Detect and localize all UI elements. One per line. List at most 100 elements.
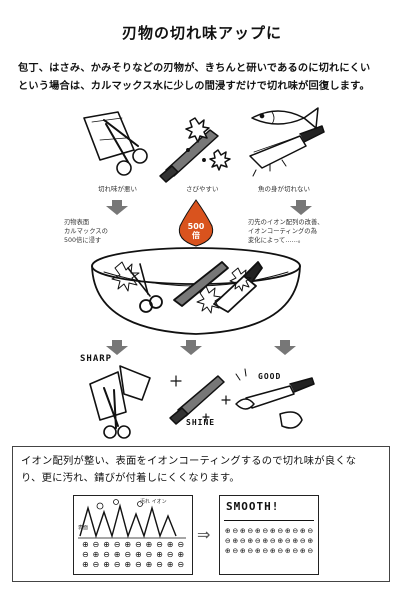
water-basin-illustration (91, 247, 301, 335)
ion-symbol: ⊖ (113, 540, 121, 549)
intro-line-1: 包丁、はさみ、かみそりなどの刃物が、きちんと研いであるのに切れにくい (18, 63, 371, 74)
ion-symbol: ⊕ (124, 560, 132, 569)
smooth-surface-line (224, 520, 314, 521)
ion-symbol: ⊕ (292, 537, 299, 545)
ion-symbol: ⊕ (103, 540, 110, 549)
info-line-2: り、更に汚れ、錆びが付着しにくくなります。 (21, 472, 240, 484)
ion-symbol: ⊕ (284, 547, 291, 555)
down-arrow-icon (106, 340, 296, 355)
ion-symbol: ⊖ (177, 540, 185, 549)
down-arrow-icon (106, 200, 312, 215)
ion-symbol: ⊖ (284, 537, 291, 545)
ion-symbol: ⊕ (239, 527, 246, 535)
ion-symbol: ⊖ (156, 560, 163, 569)
ion-symbol: ⊖ (232, 547, 239, 555)
ion-symbol: ⊕ (145, 540, 153, 549)
ion-symbol: ⊖ (103, 550, 110, 559)
info-box: イオン配列が整い、表面をイオンコーティングするので切れ味が良くな り、更に汚れ、… (12, 446, 390, 582)
transform-arrow-icon: ⇒ (197, 525, 211, 544)
ion-symbol: ⊖ (262, 527, 269, 535)
ion-symbol: ⊖ (247, 527, 254, 535)
ion-symbol: ⊖ (247, 547, 254, 555)
before-ion-grid: ⊕⊖⊕⊖⊕⊖⊕⊖⊕⊖⊖⊕⊖⊕⊖⊕⊖⊕⊖⊕⊕⊖⊕⊖⊕⊖⊕⊖⊕⊖ (80, 540, 186, 570)
page-title: 刃物の切れ味アップに (121, 24, 282, 42)
note-left-line-2: カルマックスの (64, 228, 108, 235)
ion-symbol: ⊕ (262, 537, 269, 545)
label-sharp: SHARP (80, 354, 113, 364)
ion-symbol: ⊕ (224, 527, 231, 535)
ion-symbol: ⊕ (166, 560, 174, 569)
ion-symbol: ⊕ (81, 560, 89, 569)
dirt-label: 汚れ イオン (140, 499, 167, 505)
ion-symbol: ⊕ (103, 560, 110, 569)
intro-line-2: という場合は、カルマックス水に少しの間浸すだけで切れ味が回復します。 (18, 81, 370, 92)
note-left-line-1: 刃物表面 (64, 219, 90, 226)
ion-symbol: ⊕ (113, 550, 121, 559)
caption-rusty-knife: さびやすい (186, 185, 219, 193)
ion-symbol: ⊕ (81, 540, 89, 549)
shiny-knife-illustration (169, 375, 231, 425)
ion-symbol: ⊕ (254, 527, 261, 535)
ion-symbol: ⊖ (262, 547, 269, 555)
ion-symbol: ⊕ (177, 550, 185, 559)
after-panel: SMOOTH! ⊕⊖⊕⊖⊕⊖⊕⊖⊕⊖⊕⊖⊖⊕⊖⊕⊖⊕⊖⊕⊖⊕⊖⊕⊕⊖⊕⊖⊕⊖⊕⊖… (219, 495, 319, 575)
ion-symbol: ⊕ (254, 547, 261, 555)
dull-scissors-illustration (83, 111, 148, 176)
ion-symbol: ⊕ (156, 550, 163, 559)
smooth-label: SMOOTH! (226, 500, 280, 513)
ion-symbol: ⊖ (92, 540, 100, 549)
ion-symbol: ⊕ (239, 547, 246, 555)
caption-fish-knife: 魚の身が切れない (258, 185, 310, 193)
sharp-scissors-illustration (89, 365, 151, 439)
ion-symbol: ⊕ (269, 547, 276, 555)
ion-symbol: ⊕ (224, 547, 231, 555)
note-right-line-2: イオンコーティングの為 (248, 228, 317, 235)
ion-symbol: ⊕ (299, 547, 306, 555)
ion-symbol: ⊕ (134, 550, 142, 559)
note-right-line-1: 刃先のイオン配列の改善、 (248, 219, 324, 226)
note-right: 刃先のイオン配列の改善、 イオンコーティングの為 変化によって……。 (248, 218, 324, 245)
ion-symbol: ⊖ (292, 547, 299, 555)
ion-symbol: ⊕ (145, 560, 153, 569)
rusty-knife-illustration (159, 117, 231, 183)
ion-symbol: ⊖ (113, 560, 121, 569)
ion-symbol: ⊖ (224, 537, 231, 545)
ion-symbol: ⊖ (307, 547, 314, 555)
rough-surface-drawing (78, 499, 186, 539)
concentration-badge (178, 199, 214, 247)
ion-symbol: ⊖ (156, 540, 163, 549)
ion-symbol: ⊖ (277, 547, 284, 555)
ion-symbol: ⊖ (81, 550, 89, 559)
note-left-line-3: 500倍に浸す (64, 237, 102, 244)
ion-symbol: ⊖ (134, 560, 142, 569)
ion-symbol: ⊕ (307, 537, 314, 545)
fish-and-knife-illustration (249, 107, 325, 177)
info-text: イオン配列が整い、表面をイオンコーティングするので切れ味が良くな り、更に汚れ、… (21, 453, 383, 487)
ion-symbol: ⊖ (269, 537, 276, 545)
ion-symbol: ⊕ (124, 540, 132, 549)
ion-symbol: ⊕ (166, 540, 174, 549)
ion-symbol: ⊕ (269, 527, 276, 535)
ion-symbol: ⊖ (299, 537, 306, 545)
label-shine: SHINE (186, 418, 216, 427)
badge-unit: 倍 (192, 231, 200, 240)
after-ion-grid: ⊕⊖⊕⊖⊕⊖⊕⊖⊕⊖⊕⊖⊖⊕⊖⊕⊖⊕⊖⊕⊖⊕⊖⊕⊕⊖⊕⊖⊕⊖⊕⊖⊕⊖⊕⊖ (224, 526, 314, 556)
ion-symbol: ⊖ (124, 550, 132, 559)
badge-text: 500 倍 (180, 222, 212, 240)
ion-symbol: ⊖ (239, 537, 246, 545)
ion-symbol: ⊕ (299, 527, 306, 535)
before-panel: 表面 汚れ イオン ⊕⊖⊕⊖⊕⊖⊕⊖⊕⊖⊖⊕⊖⊕⊖⊕⊖⊕⊖⊕⊕⊖⊕⊖⊕⊖⊕⊖⊕⊖ (73, 495, 193, 575)
ion-symbol: ⊕ (284, 527, 291, 535)
ion-symbol: ⊕ (92, 550, 100, 559)
ion-symbol: ⊖ (277, 527, 284, 535)
label-good: GOOD (258, 372, 282, 381)
clean-cut-fish-illustration (235, 368, 315, 429)
caption-dull-scissors: 切れ味が悪い (98, 185, 137, 193)
info-line-1: イオン配列が整い、表面をイオンコーティングするので切れ味が良くな (21, 455, 357, 467)
badge-value: 500 (187, 222, 205, 231)
ion-symbol: ⊖ (232, 527, 239, 535)
note-left: 刃物表面 カルマックスの 500倍に浸す (64, 218, 108, 245)
note-right-line-3: 変化によって……。 (248, 237, 305, 244)
ion-symbol: ⊖ (292, 527, 299, 535)
ion-symbol: ⊖ (145, 550, 153, 559)
